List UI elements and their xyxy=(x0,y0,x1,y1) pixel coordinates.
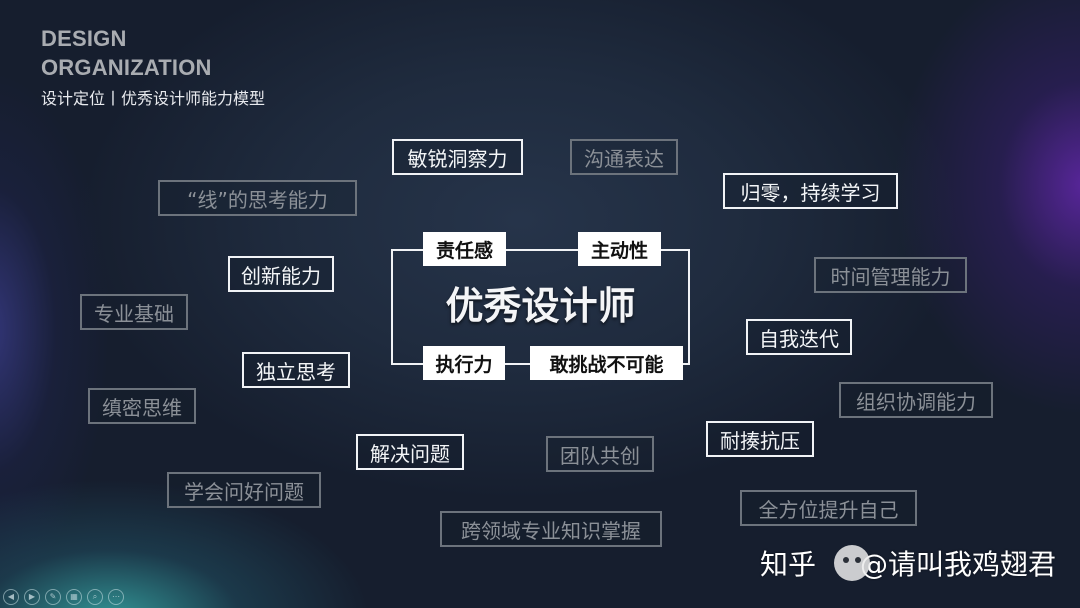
more-options-icon[interactable]: ⋯ xyxy=(108,589,124,605)
ability-line-thinking: “线”的思考能力 xyxy=(158,180,357,216)
ability-time-management: 时间管理能力 xyxy=(814,257,967,293)
ability-problem-solving: 解决问题 xyxy=(356,434,464,470)
trait-initiative: 主动性 xyxy=(578,232,661,266)
zoom-icon[interactable]: ⌕ xyxy=(87,589,103,605)
slide-subtitle: 设计定位丨优秀设计师能力模型 xyxy=(41,89,266,108)
wechat-logo-icon xyxy=(834,545,871,581)
ability-professional-basics: 专业基础 xyxy=(80,294,188,330)
slide-heading: DESIGN ORGANIZATION xyxy=(41,24,212,82)
heading-line-design: DESIGN xyxy=(41,26,127,51)
ability-cross-domain-knowledge: 跨领域专业知识掌握 xyxy=(440,511,662,547)
previous-slide-icon[interactable]: ◀ xyxy=(3,589,19,605)
slides-overview-icon[interactable]: ▦ xyxy=(66,589,82,605)
watermark-platform: 知乎 xyxy=(760,548,817,581)
trait-responsibility: 责任感 xyxy=(423,232,506,266)
ability-team-cocreation: 团队共创 xyxy=(546,436,654,472)
ability-coordination: 组织协调能力 xyxy=(839,382,993,418)
ability-communication: 沟通表达 xyxy=(570,139,678,175)
pen-icon[interactable]: ✎ xyxy=(45,589,61,605)
ability-all-round-improvement: 全方位提升自己 xyxy=(740,490,917,526)
ability-independent-thinking: 独立思考 xyxy=(242,352,350,388)
trait-execution: 执行力 xyxy=(423,346,505,380)
ability-innovation: 创新能力 xyxy=(228,256,334,292)
ability-self-iteration: 自我迭代 xyxy=(746,319,852,355)
next-slide-icon[interactable]: ▶ xyxy=(24,589,40,605)
slideshow-controls: ◀ ▶ ✎ ▦ ⌕ ⋯ xyxy=(3,589,124,605)
watermark: 知乎 @请叫我鸡翅君 xyxy=(760,543,1056,583)
watermark-handle: @请叫我鸡翅君 xyxy=(860,548,1057,581)
ability-stress-resistance: 耐揍抗压 xyxy=(706,421,814,457)
ability-insight: 敏锐洞察力 xyxy=(392,139,523,175)
ability-rigorous-thinking: 缜密思维 xyxy=(88,388,196,424)
heading-line-organization: ORGANIZATION xyxy=(41,55,212,80)
trait-dare-challenge: 敢挑战不可能 xyxy=(530,346,683,380)
ability-continuous-learning: 归零，持续学习 xyxy=(723,173,898,209)
core-title: 优秀设计师 xyxy=(445,284,636,328)
ability-asking-good-questions: 学会问好问题 xyxy=(167,472,321,508)
